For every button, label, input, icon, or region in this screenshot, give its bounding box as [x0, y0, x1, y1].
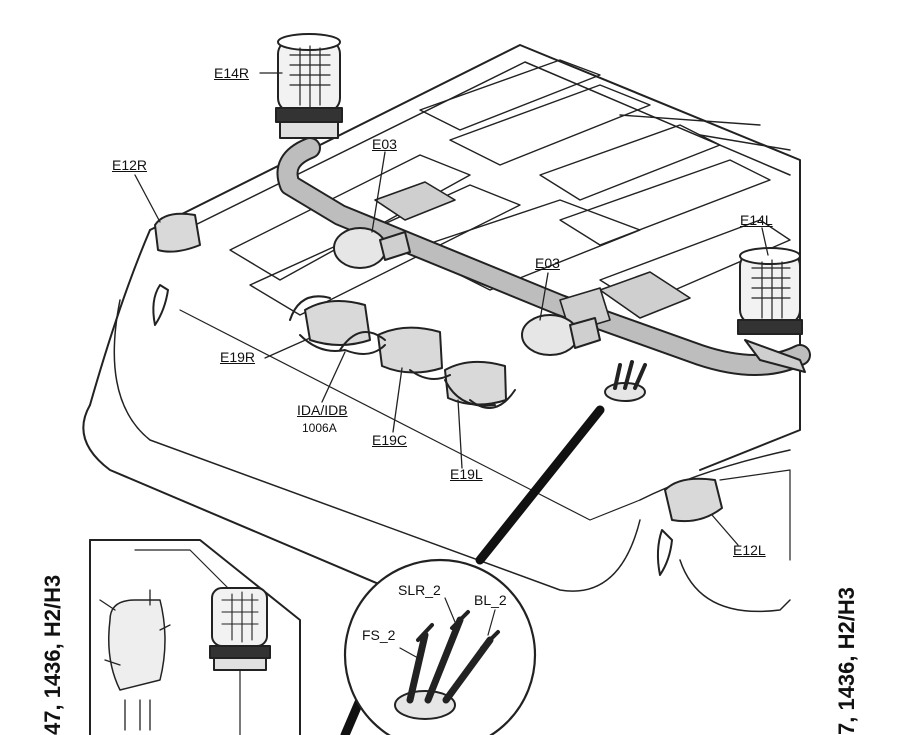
label-e19c: E19C: [372, 432, 408, 448]
cab-roof: [82, 44, 801, 615]
roof-grommet: [604, 360, 647, 402]
roof-panels: [229, 59, 791, 316]
spot-lamp-right: [521, 314, 601, 356]
marker-lamp-e12l: [656, 477, 723, 576]
label-ida-idb: IDA/IDB: [297, 402, 348, 418]
label-e03-right: E03: [535, 255, 560, 271]
side-text-left: 47, 1436, H2/H3: [40, 574, 65, 735]
inset-box: [89, 539, 301, 735]
label-e19l: E19L: [450, 466, 483, 482]
work-lamp-e19c: [377, 326, 443, 374]
beacon-e14l: [737, 247, 806, 373]
label-bl2: BL_2: [474, 592, 507, 608]
label-e12l: E12L: [733, 542, 766, 558]
work-lamp-e19r: [304, 300, 371, 346]
marker-lamp-e12r: [152, 212, 201, 326]
label-e19r: E19R: [220, 349, 256, 365]
leader-lines: [134, 72, 769, 546]
label-e14r: E14R: [214, 65, 250, 81]
bar-brackets: [374, 181, 691, 333]
beacon-e14r: [275, 33, 343, 139]
lamp-wiring: [289, 295, 516, 409]
label-e03-left: E03: [372, 136, 397, 152]
work-lamp-e19l: [444, 360, 507, 406]
label-fs2: FS_2: [362, 627, 396, 643]
spot-lamp-left: [333, 227, 411, 269]
connector-detail-circle: [343, 558, 537, 735]
label-e12r: E12R: [112, 157, 148, 173]
label-slr2: SLR_2: [398, 582, 441, 598]
side-text-right: 7, 1436, H2/H3: [834, 587, 859, 735]
detail-pointer: [475, 405, 605, 565]
label-ida-code: 1006A: [302, 421, 337, 435]
label-e14l: E14L: [740, 212, 773, 228]
